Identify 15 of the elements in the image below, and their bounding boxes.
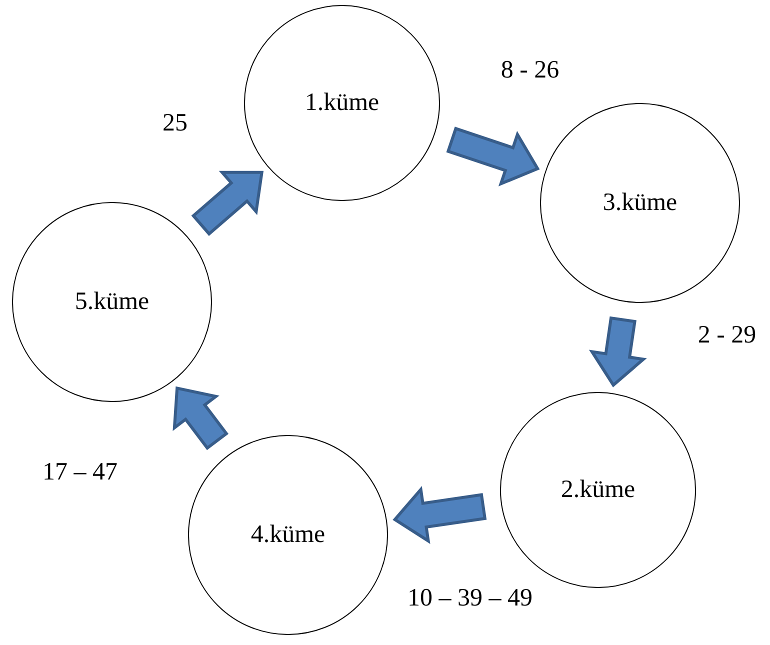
block-arrow <box>392 486 487 544</box>
edge-label: 25 <box>162 110 188 136</box>
node-label: 2.küme <box>560 476 636 504</box>
node-label: 1.küme <box>304 89 380 117</box>
edge-label: 2 - 29 <box>698 322 756 348</box>
edge-label: 8 - 26 <box>500 58 560 82</box>
edge-label: 17 – 47 <box>42 460 118 484</box>
node-label: 3.küme <box>602 189 678 217</box>
node-label: 4.küme <box>250 521 326 549</box>
node-label: 5.küme <box>74 288 150 316</box>
block-arrow <box>172 386 229 450</box>
block-arrow <box>191 170 264 236</box>
block-arrow <box>446 126 540 186</box>
block-arrow <box>588 316 647 388</box>
edge-label: 10 – 39 – 49 <box>408 586 532 610</box>
